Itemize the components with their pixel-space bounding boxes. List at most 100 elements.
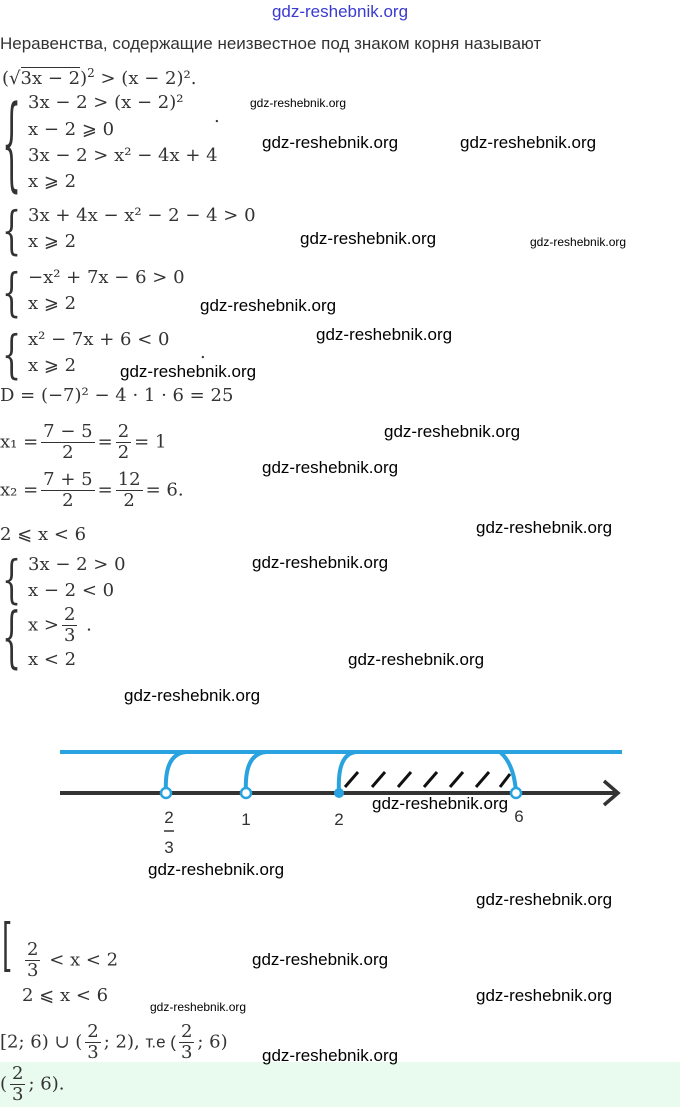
equals: = [97,479,113,501]
hatching [343,771,512,788]
set-row: 2 ⩽ x < 6 [22,985,109,1006]
system-row: −x² + 7x − 6 > 0 [28,267,185,288]
lhs: x > [28,614,59,636]
header-link[interactable]: gdz-reshebnik.org [271,2,409,21]
watermark: gdz-reshebnik.org [300,229,437,248]
system-row: x ⩾ 2 [28,231,77,252]
watermark: gdz-reshebnik.org [200,296,337,315]
denominator: 2 [62,442,74,463]
inequality: < x < 2 [49,949,119,971]
system-brace: { [2,551,22,611]
system-row: 3x − 2 > 0 [28,554,126,575]
number-line: 2 3 1 2 6 [60,750,622,857]
text: ; 2), [103,1031,140,1053]
numerator: 2 [25,939,41,961]
arc-two [336,750,357,793]
watermark: gdz-reshebnik.org [148,860,285,879]
tick-label: 3 [164,838,173,857]
denominator: 3 [12,1084,24,1105]
watermark: gdz-reshebnik.org [262,458,399,477]
system-row: 3x + 4x − x² − 2 − 4 > 0 [28,205,256,226]
intro-text: Неравенства, содержащие неизвестное под … [0,34,542,53]
result: = 6. [145,479,184,501]
watermark: gdz-reshebnik.org [120,362,257,381]
set-bracket: [ [2,912,13,979]
denominator: 2 [62,490,74,511]
system-row: x ⩾ 2 [28,171,77,192]
watermark: gdz-reshebnik.org [476,890,613,909]
open-point [509,786,523,800]
watermark: gdz-reshebnik.org [316,325,453,344]
denominator: 2 [117,442,130,463]
text: ; 6). [28,1073,65,1095]
system-row: x − 2 ⩾ 0 [28,119,115,140]
numerator: 2 [115,421,132,443]
system-brace: { [2,600,22,677]
numerator: 7 + 5 [41,469,95,491]
equals: = [97,431,113,453]
squared-inequality: (√3x − 2)2 > (x − 2)². [2,66,197,89]
result: = 1 [134,431,167,453]
closed-point [334,788,344,798]
denominator: 2 [123,490,135,511]
arrow-icon [602,779,621,807]
system-row: x ⩾ 2 [28,355,77,376]
denominator: 3 [63,625,76,646]
tick-label: 2 [334,810,343,829]
range: 2 ⩽ x < 6 [0,524,87,545]
system-dot: . [214,106,220,127]
system-row: 3x − 2 > (x − 2)² [28,92,184,113]
numerator: 2 [10,1063,26,1085]
numerator: 2 [178,1021,195,1043]
system-brace: { [2,326,22,386]
text: ; 6) [197,1031,228,1053]
system-row: x ⩾ 2 [28,293,77,314]
system-row: 3x − 2 > x² − 4x + 4 [28,145,218,166]
system-dot: . [200,342,206,363]
arc-two-thirds [163,750,187,793]
system-row: x² − 7x + 6 < 0 [28,329,170,350]
text: т.е ( [145,1032,176,1052]
numerator: 12 [115,469,143,491]
open-point [159,786,173,800]
watermark: gdz-reshebnik.org [262,1046,399,1065]
system-brace: { [2,264,22,324]
exponent: 2 [87,66,95,80]
system-row: x − 2 < 0 [28,580,115,601]
watermark: gdz-reshebnik.org [372,794,509,813]
watermark: gdz-reshebnik.org [150,1000,247,1014]
text: [2; 6) ∪ ( [0,1031,83,1053]
watermark: gdz-reshebnik.org [530,235,627,249]
watermark: gdz-reshebnik.org [476,518,613,537]
open-point [239,786,253,800]
numerator: 2 [85,1021,101,1043]
lhs: x₁ = [0,431,39,453]
watermark: gdz-reshebnik.org [476,986,613,1005]
watermark: gdz-reshebnik.org [252,553,389,572]
rhs: > (x − 2)². [100,68,197,89]
tick-label: 2 [164,808,173,827]
lhs: x₂ = [0,479,39,501]
text: ( [0,1073,8,1095]
denominator: 3 [27,960,39,981]
system-brace: { [2,86,22,205]
watermark: gdz-reshebnik.org [252,950,389,969]
numerator: 2 [61,604,78,626]
tick-label: 1 [241,810,250,829]
watermark: gdz-reshebnik.org [460,133,597,152]
denominator: 3 [87,1042,99,1063]
watermark: gdz-reshebnik.org [250,96,347,110]
radicand: 3x − 2 [20,67,81,89]
answer-highlight [0,1062,680,1107]
watermark: gdz-reshebnik.org [384,422,521,441]
discriminant: D = (−7)² − 4 · 1 · 6 = 25 [0,385,234,406]
watermark: gdz-reshebnik.org [348,650,485,669]
dot: . [86,614,92,636]
